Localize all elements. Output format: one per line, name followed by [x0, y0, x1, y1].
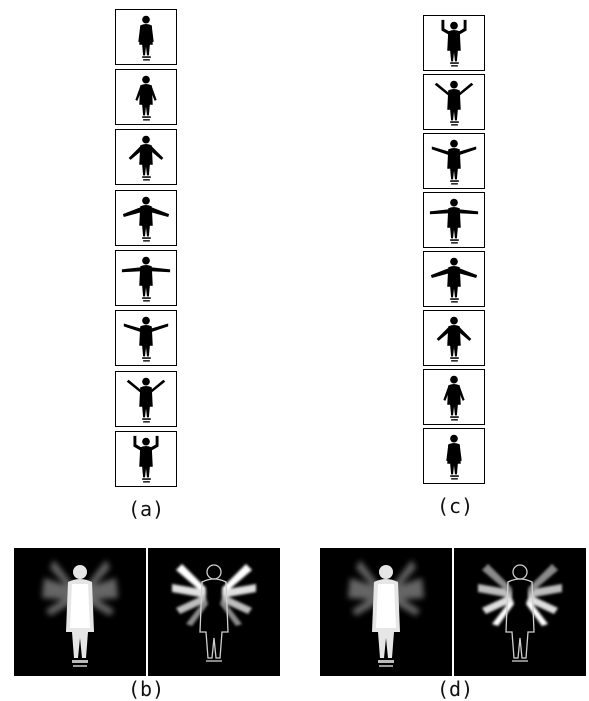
silhouette-arms-low-icon: [135, 75, 157, 121]
energy-silhouette-icon: [42, 560, 118, 667]
silhouette-arms-up-icon: [133, 435, 159, 483]
frame-a-2: [115, 69, 177, 125]
silhouette-arms-high-icon: [126, 377, 166, 423]
frame-c-1: [423, 15, 485, 71]
frame-a-6: [115, 310, 177, 366]
frame-c-5: [423, 251, 485, 307]
motion-history-silhouette-icon: [478, 564, 562, 662]
motion-history-silhouette-icon: [172, 564, 256, 662]
frame-a-7: [115, 371, 177, 427]
label-c: (c): [437, 494, 474, 518]
label-b: (b): [128, 677, 165, 701]
frame-c-3: [423, 133, 485, 189]
silhouette-arms-high-icon: [434, 80, 474, 126]
silhouette-arms-low-icon: [443, 375, 465, 421]
silhouette-arms-angled-icon: [436, 316, 472, 362]
panel-divider-d: [452, 548, 454, 676]
silhouette-arms-down-icon: [446, 434, 462, 480]
silhouette-arms-raised-icon: [431, 139, 477, 185]
history-image-b: [148, 548, 280, 676]
energy-image-b: [14, 548, 146, 676]
panel-divider-b: [146, 548, 148, 676]
history-image-d: [454, 548, 586, 676]
frame-c-7: [423, 369, 485, 425]
label-d: (d): [437, 677, 474, 701]
silhouette-arms-angled-icon: [128, 135, 164, 181]
silhouette-arms-down-icon: [138, 15, 154, 61]
energy-image-d: [320, 548, 452, 676]
silhouette-arms-near-horizontal-icon: [430, 257, 478, 303]
silhouette-arms-raised-icon: [123, 316, 169, 362]
silhouette-arms-horizontal-icon: [429, 198, 479, 244]
silhouette-arms-up-icon: [441, 19, 467, 67]
frame-c-8: [423, 428, 485, 484]
frame-a-3: [115, 129, 177, 185]
frame-a-5: [115, 250, 177, 306]
frame-c-2: [423, 74, 485, 130]
frame-a-8: [115, 431, 177, 487]
frame-c-6: [423, 310, 485, 366]
label-a: (a): [128, 497, 165, 521]
frame-c-4: [423, 192, 485, 248]
silhouette-arms-near-horizontal-icon: [122, 196, 170, 242]
silhouette-arms-horizontal-icon: [121, 256, 171, 302]
frame-a-4: [115, 190, 177, 246]
energy-silhouette-icon: [348, 560, 424, 667]
frame-a-1: [115, 9, 177, 65]
